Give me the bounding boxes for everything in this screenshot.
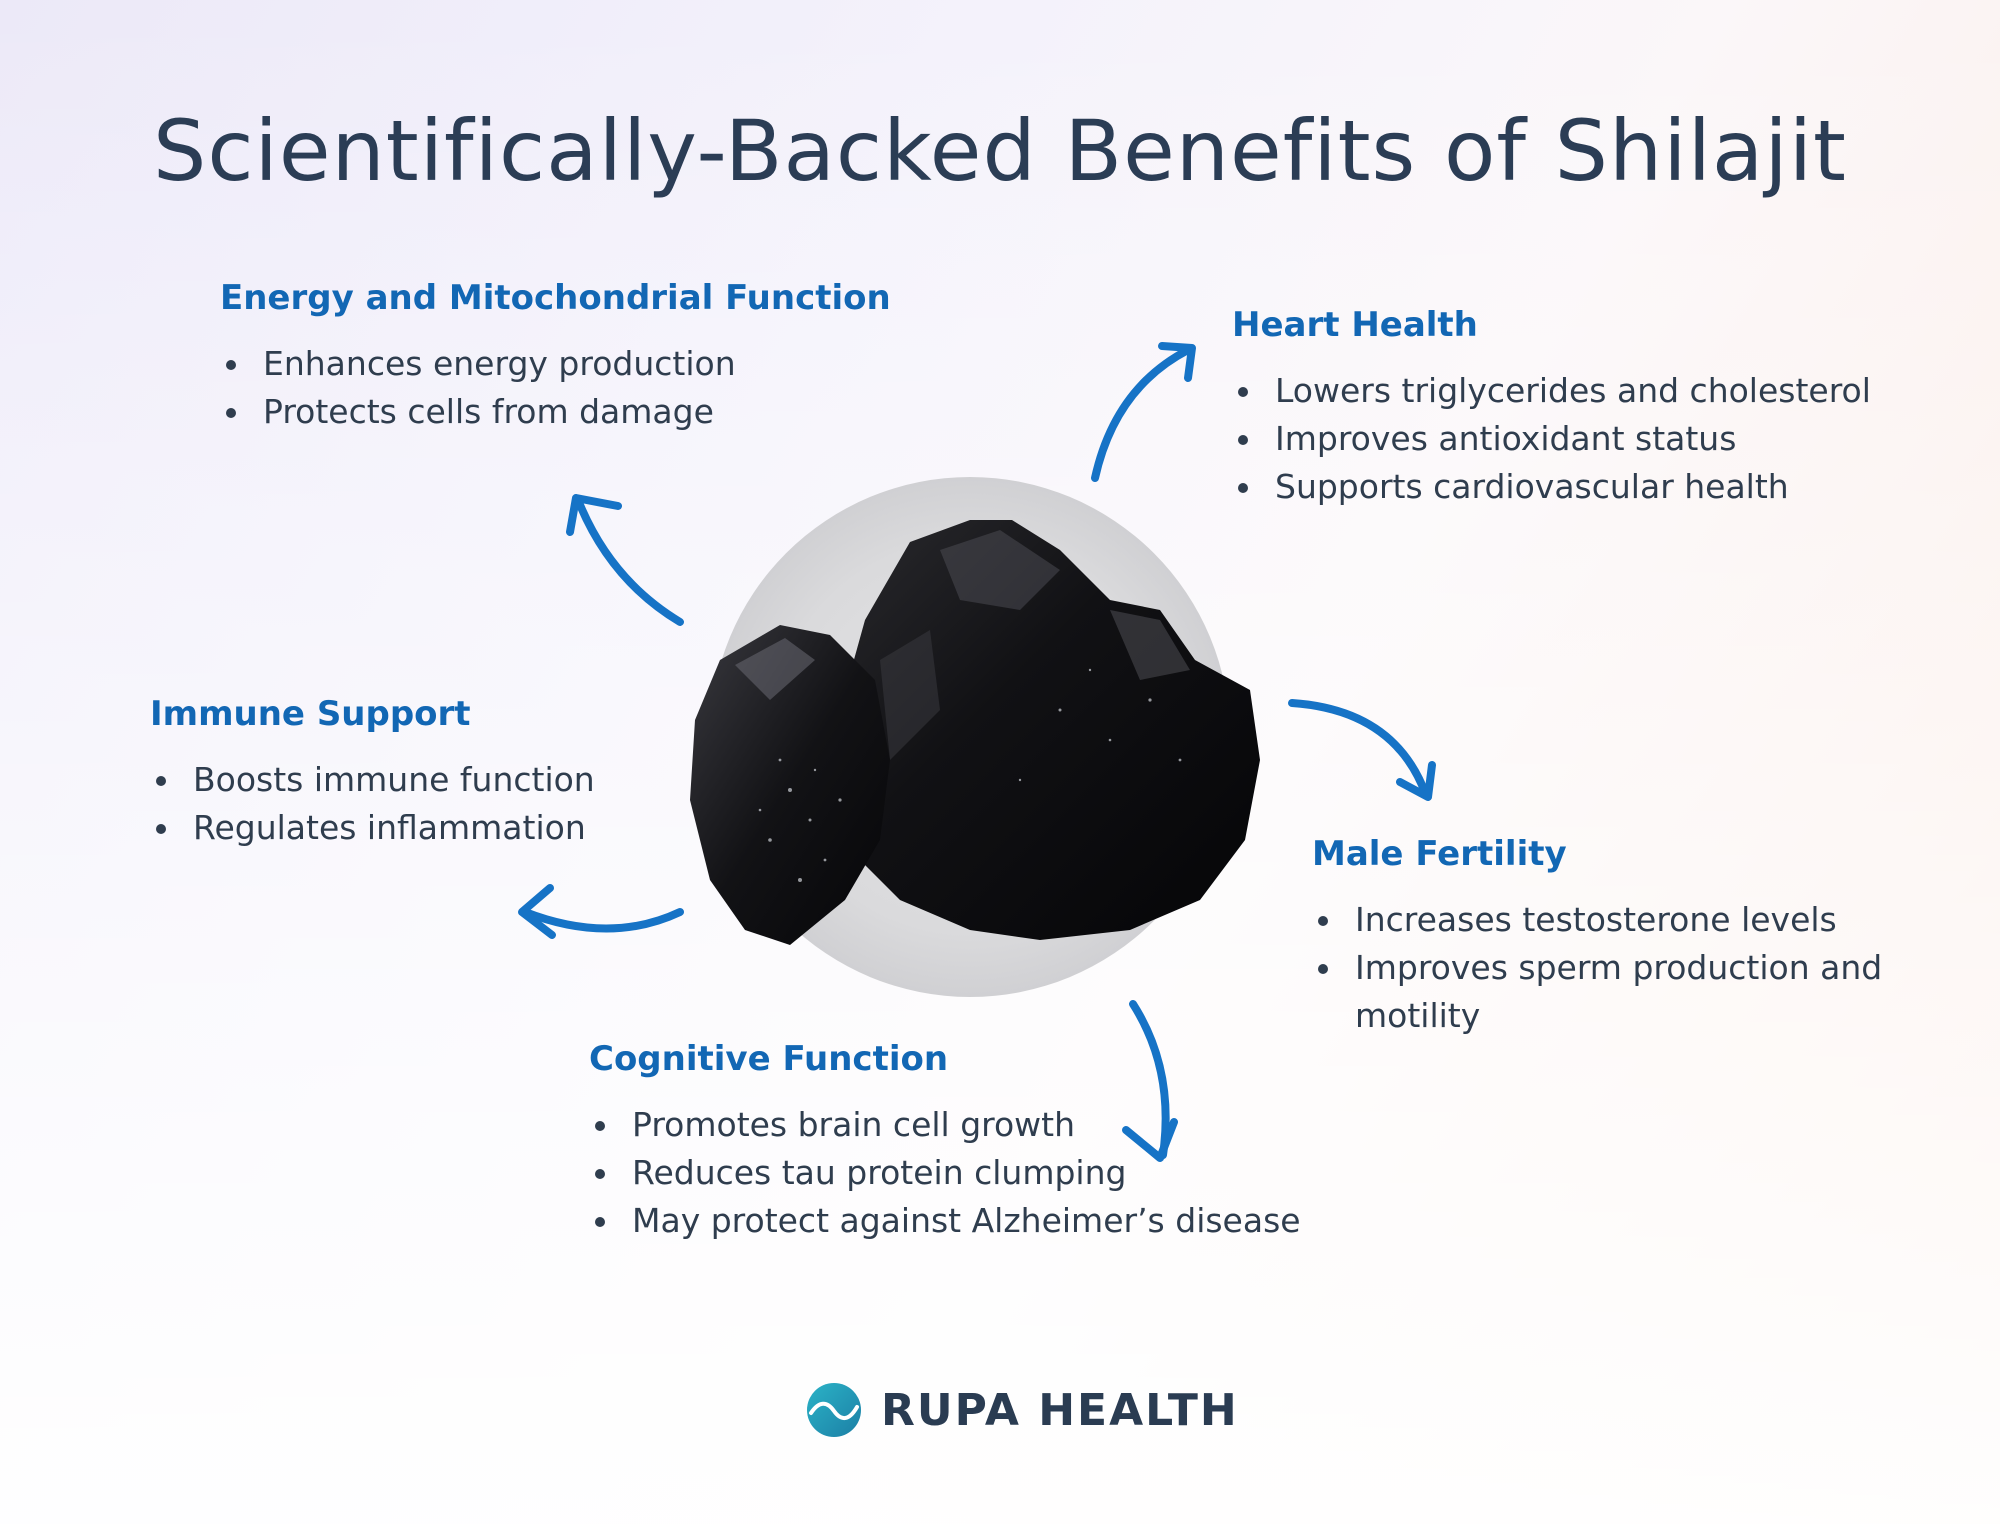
- benefit-heading: Cognitive Function: [589, 1039, 949, 1079]
- list-item: Reduces tau protein clumping: [622, 1149, 1309, 1197]
- rock-highlight: [1110, 610, 1190, 680]
- benefit-list: Enhances energy production Protects cell…: [220, 340, 940, 436]
- large-rock: [835, 520, 1260, 940]
- arrow-to-heart: [1091, 342, 1196, 482]
- list-item: Lowers triglycerides and cholesterol: [1265, 367, 1932, 415]
- arrow-to-immune: [518, 884, 684, 939]
- benefit-list: Promotes brain cell growth Reduces tau p…: [589, 1101, 1309, 1245]
- list-item: Improves sperm production and motility: [1345, 944, 1912, 1040]
- arrow-to-cognitive: [1122, 1000, 1178, 1162]
- brand-name: RUPA HEALTH: [881, 1384, 1239, 1436]
- brand-logo: RUPA HEALTH: [805, 1380, 1239, 1440]
- rock-speckles: [758, 668, 1182, 882]
- list-item: Promotes brain cell growth: [622, 1101, 1309, 1149]
- rupa-wave-icon: [807, 1383, 861, 1437]
- benefit-heading: Energy and Mitochondrial Function: [220, 278, 891, 318]
- benefit-heading: Immune Support: [150, 694, 471, 734]
- list-item: Protects cells from damage: [253, 388, 940, 436]
- arrow-to-energy: [566, 494, 684, 626]
- arrow-to-male-fertility: [1288, 699, 1436, 801]
- benefit-immune: Immune Support Boosts immune function Re…: [150, 694, 710, 852]
- list-item: Improves antioxidant status: [1265, 415, 1932, 463]
- list-item: Enhances energy production: [253, 340, 940, 388]
- benefit-list: Lowers triglycerides and cholesterol Imp…: [1232, 367, 1932, 511]
- list-item: Supports cardiovascular health: [1265, 463, 1932, 511]
- benefit-list: Boosts immune function Regulates inflamm…: [150, 756, 710, 852]
- benefit-list: Increases testosterone levels Improves s…: [1312, 896, 1912, 1040]
- list-item: Increases testosterone levels: [1345, 896, 1912, 944]
- rock-highlight: [880, 630, 940, 760]
- benefit-heading: Heart Health: [1232, 305, 1478, 345]
- rock-highlight: [735, 638, 815, 700]
- benefit-energy: Energy and Mitochondrial Function Enhanc…: [220, 278, 940, 436]
- shilajit-resin-image: [690, 477, 1260, 997]
- benefit-heart: Heart Health Lowers triglycerides and ch…: [1232, 305, 1932, 511]
- benefit-cognitive: Cognitive Function Promotes brain cell g…: [589, 1039, 1309, 1245]
- list-item: Boosts immune function: [183, 756, 710, 804]
- small-rock: [690, 625, 890, 945]
- list-item: Regulates inflammation: [183, 804, 710, 852]
- benefit-male-fertility: Male Fertility Increases testosterone le…: [1312, 834, 1912, 1040]
- benefit-heading: Male Fertility: [1312, 834, 1567, 874]
- page-title: Scientifically-Backed Benefits of Shilaj…: [153, 102, 1847, 200]
- list-item: May protect against Alzheimer’s disease: [622, 1197, 1309, 1245]
- rock-highlight: [940, 530, 1060, 610]
